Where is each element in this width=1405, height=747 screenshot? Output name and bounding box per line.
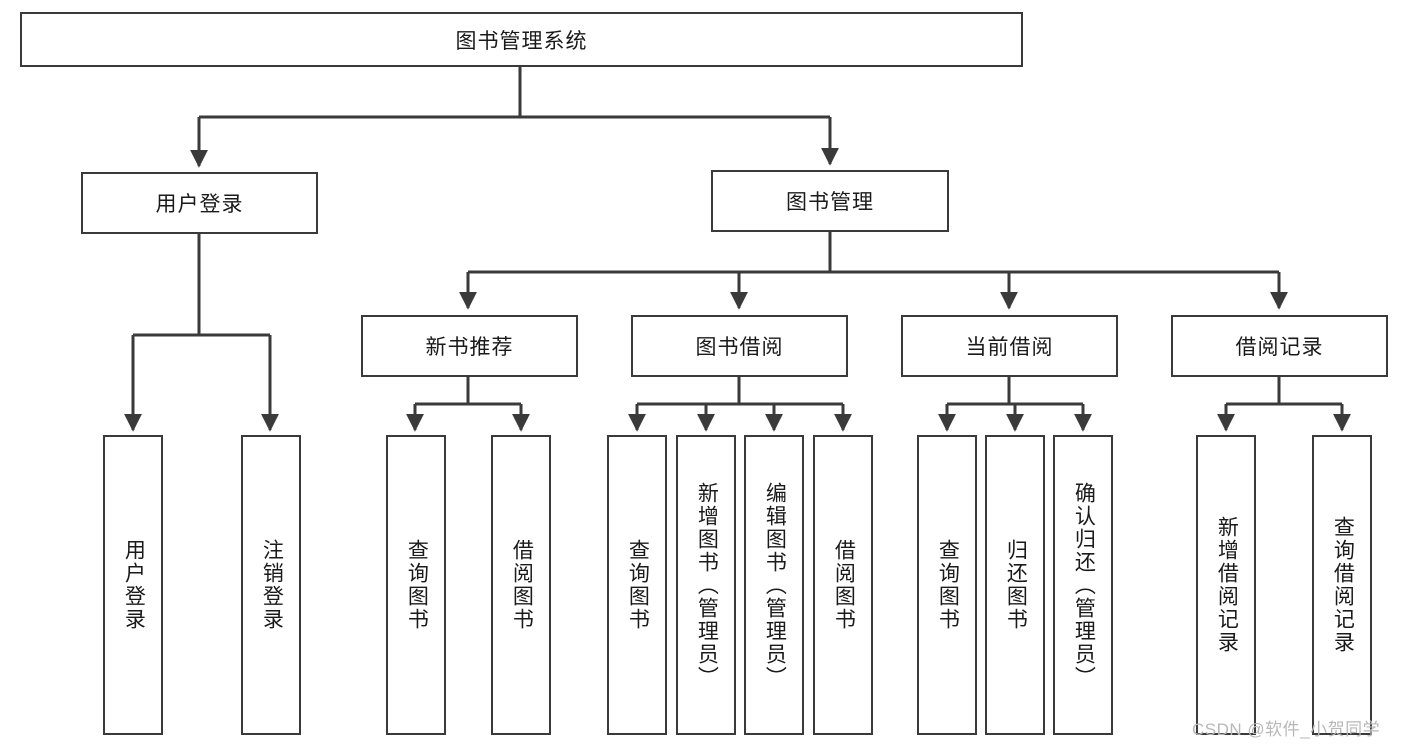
node-leaf-query-record-label: 查询借阅记录	[1331, 516, 1355, 654]
node-current-borrow-label: 当前借阅	[965, 336, 1054, 359]
node-leaf-query-record[interactable]: 查询借阅记录	[1312, 435, 1372, 735]
node-borrow-record-label: 借阅记录	[1235, 336, 1324, 359]
node-leaf-query-book-3-label: 查询图书	[936, 539, 960, 631]
node-leaf-edit-book-label: 编辑图书（管理员）	[763, 481, 787, 689]
node-leaf-confirm-return[interactable]: 确认归还（管理员）	[1053, 435, 1113, 735]
node-book-borrow[interactable]: 图书借阅	[631, 315, 848, 377]
node-leaf-return-book[interactable]: 归还图书	[985, 435, 1045, 735]
node-leaf-add-book[interactable]: 新增图书（管理员）	[676, 435, 736, 735]
node-book-management-label: 图书管理	[786, 191, 874, 214]
node-root-label: 图书管理系统	[455, 29, 588, 53]
node-new-book-recommend-label: 新书推荐	[425, 336, 514, 359]
node-leaf-query-book-2[interactable]: 查询图书	[607, 435, 667, 735]
node-book-borrow-label: 图书借阅	[695, 336, 784, 359]
node-new-book-recommend[interactable]: 新书推荐	[361, 315, 578, 377]
node-leaf-borrow-book-1[interactable]: 借阅图书	[491, 435, 551, 735]
node-leaf-borrow-book-2[interactable]: 借阅图书	[813, 435, 873, 735]
node-leaf-borrow-book-2-label: 借阅图书	[832, 539, 856, 631]
node-book-management[interactable]: 图书管理	[711, 170, 949, 232]
node-root[interactable]: 图书管理系统	[20, 12, 1023, 67]
node-user-login[interactable]: 用户登录	[81, 172, 318, 234]
node-leaf-user-logout-label: 注销登录	[260, 539, 284, 631]
node-leaf-query-book-2-label: 查询图书	[626, 539, 650, 631]
node-leaf-add-record[interactable]: 新增借阅记录	[1196, 435, 1256, 735]
node-leaf-user-login-label: 用户登录	[122, 539, 146, 631]
node-leaf-query-book-3[interactable]: 查询图书	[917, 435, 977, 735]
node-leaf-query-book-1[interactable]: 查询图书	[386, 435, 446, 735]
node-user-login-label: 用户登录	[155, 193, 244, 216]
csdn-watermark: CSDN @软件_小贺同学	[1192, 720, 1381, 739]
node-leaf-query-book-1-label: 查询图书	[405, 539, 429, 631]
node-leaf-return-book-label: 归还图书	[1004, 539, 1028, 631]
node-leaf-add-record-label: 新增借阅记录	[1215, 516, 1239, 654]
node-current-borrow[interactable]: 当前借阅	[901, 315, 1118, 377]
node-leaf-user-logout[interactable]: 注销登录	[241, 435, 301, 735]
node-borrow-record[interactable]: 借阅记录	[1171, 315, 1388, 377]
node-leaf-edit-book[interactable]: 编辑图书（管理员）	[744, 435, 804, 735]
node-leaf-add-book-label: 新增图书（管理员）	[695, 481, 719, 689]
node-leaf-user-login[interactable]: 用户登录	[103, 435, 163, 735]
node-leaf-borrow-book-1-label: 借阅图书	[510, 539, 534, 631]
node-leaf-confirm-return-label: 确认归还（管理员）	[1072, 481, 1096, 689]
